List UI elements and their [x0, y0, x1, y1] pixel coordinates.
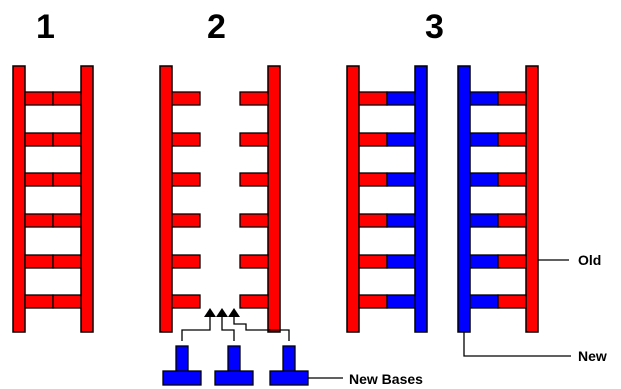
old-strand-right [267, 65, 281, 333]
base-new [386, 172, 416, 187]
new-base-1 [162, 345, 202, 386]
base-new [386, 213, 416, 228]
base-old [358, 254, 388, 269]
original-dna-ladder [12, 65, 94, 333]
base-old-right [239, 213, 269, 228]
old-strand [346, 65, 360, 333]
new-strand [414, 65, 428, 333]
base-old [358, 91, 388, 106]
base-old [497, 132, 527, 147]
base-old-right [52, 91, 82, 106]
arrow-line-2 [221, 316, 235, 341]
base-old [497, 294, 527, 309]
base-old-left [24, 294, 54, 309]
new-callout-line [463, 332, 571, 357]
base-new [469, 213, 499, 228]
base-old-right [239, 294, 269, 309]
base-old-left [171, 213, 201, 228]
step-number-1: 1 [36, 8, 55, 46]
base-new [386, 132, 416, 147]
base-old-left [171, 91, 201, 106]
base-old-left [171, 294, 201, 309]
base-old-right [239, 132, 269, 147]
base-old-right [239, 254, 269, 269]
new-base-3 [269, 345, 309, 386]
base-old-left [171, 172, 201, 187]
old-label: Old [578, 252, 601, 268]
base-old [497, 172, 527, 187]
base-old-left [24, 213, 54, 228]
base-new [469, 294, 499, 309]
base-old-left [24, 132, 54, 147]
base-old-left [24, 91, 54, 106]
base-new [386, 254, 416, 269]
new-label: New [578, 348, 607, 364]
base-old-right [52, 254, 82, 269]
base-old-left [24, 254, 54, 269]
base-old-right [52, 132, 82, 147]
base-new [469, 132, 499, 147]
base-new [386, 294, 416, 309]
base-old [497, 254, 527, 269]
base-old-right [52, 294, 82, 309]
new-base-2 [214, 345, 254, 386]
base-old-left [24, 172, 54, 187]
old-strand-left [159, 65, 173, 333]
step-number-3: 3 [425, 8, 444, 46]
base-old-left [171, 132, 201, 147]
base-new [386, 91, 416, 106]
unzipped-dna [159, 65, 281, 333]
old-strand-right [80, 65, 94, 333]
base-new [469, 91, 499, 106]
arrow-line-3 [233, 316, 290, 341]
step-number-2: 2 [207, 8, 226, 46]
daughter-dna-right [457, 65, 539, 333]
base-old-right [52, 172, 82, 187]
arrow-head-1 [204, 308, 216, 317]
base-old [358, 132, 388, 147]
arrow-head-2 [216, 308, 228, 317]
new-bases-label: New Bases [349, 371, 423, 387]
arrow-head-3 [228, 308, 240, 317]
base-old-right [52, 213, 82, 228]
base-old [358, 213, 388, 228]
old-strand [525, 65, 539, 333]
base-old-left [171, 254, 201, 269]
arrow-line-1 [181, 316, 211, 341]
base-old [358, 172, 388, 187]
new-bases-group [162, 308, 309, 386]
new-strand [457, 65, 471, 333]
base-old [358, 294, 388, 309]
base-old [497, 91, 527, 106]
base-new [469, 254, 499, 269]
base-old-right [239, 172, 269, 187]
base-new [469, 172, 499, 187]
base-old [497, 213, 527, 228]
old-strand-left [12, 65, 26, 333]
daughter-dna-left [346, 65, 428, 333]
base-old-right [239, 91, 269, 106]
